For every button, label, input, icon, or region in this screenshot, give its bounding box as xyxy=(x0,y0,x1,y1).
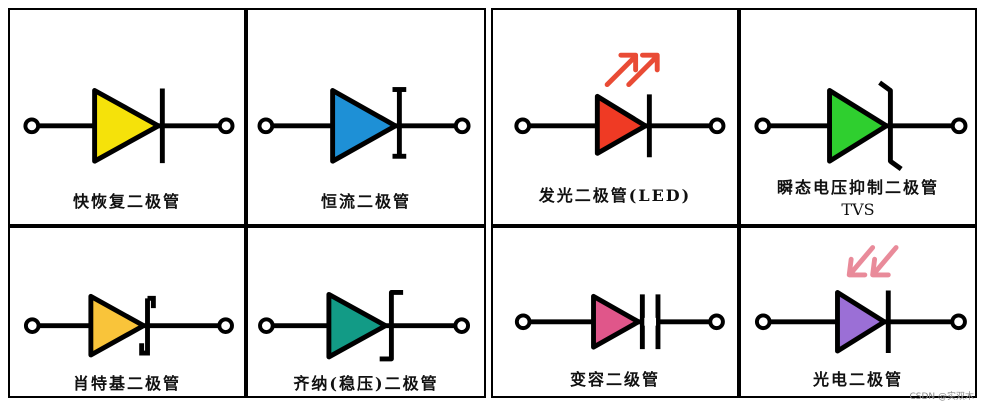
sublabel-tvs: TVS xyxy=(841,200,875,219)
diode-triangle xyxy=(326,291,388,360)
label-photodiode: 光电二极管 xyxy=(812,370,903,389)
cell-zener-diode: 齐纳(稳压)二极管 xyxy=(246,226,486,398)
light-emission-arrows xyxy=(604,52,660,88)
constant-current-diode-symbol xyxy=(257,87,471,164)
cell-photodiode: 光电二极管 xyxy=(739,226,977,398)
cell-schottky-diode: 肖特基二极管 xyxy=(8,226,246,398)
cell-varactor-diode: 变容二级管 xyxy=(491,226,739,398)
label-fast-recovery-diode: 快恢复二极管 xyxy=(72,192,181,211)
led-symbol xyxy=(514,52,726,158)
diode-triangle xyxy=(330,88,398,164)
diode-triangle xyxy=(594,93,648,156)
label-varactor-diode: 变容二级管 xyxy=(569,370,660,389)
label-constant-current-diode: 恒流二极管 xyxy=(320,192,411,211)
varactor-diode-symbol xyxy=(514,293,725,350)
diode-triangle xyxy=(88,293,147,358)
cell-constant-current-diode: 恒流二极管 xyxy=(246,8,486,226)
cell-fast-recovery-diode: 快恢复二极管 xyxy=(8,8,246,226)
label-schottky-diode: 肖特基二极管 xyxy=(72,374,181,393)
cell-tvs-diode: 瞬态电压抑制二极管 TVS xyxy=(739,8,977,226)
cell-led: 发光二极管(LED) xyxy=(491,8,739,226)
diode-triangle xyxy=(591,293,641,350)
watermark: CSDN @实双木 xyxy=(909,392,974,402)
label-tvs-diode: 瞬态电压抑制二极管 xyxy=(776,178,939,197)
label-zener-diode: 齐纳(稳压)二极管 xyxy=(293,374,439,393)
diode-triangle xyxy=(835,290,887,354)
diode-triangle xyxy=(92,88,161,164)
fast-recovery-diode-symbol xyxy=(23,88,235,164)
tvs-diode-symbol xyxy=(754,80,968,172)
zener-diode-symbol xyxy=(258,290,471,362)
photodiode-symbol xyxy=(754,245,967,354)
label-led: 发光二极管(LED) xyxy=(538,186,692,205)
schottky-diode-symbol xyxy=(23,293,234,358)
light-incident-arrows xyxy=(846,245,899,278)
diode-triangle xyxy=(827,88,889,164)
